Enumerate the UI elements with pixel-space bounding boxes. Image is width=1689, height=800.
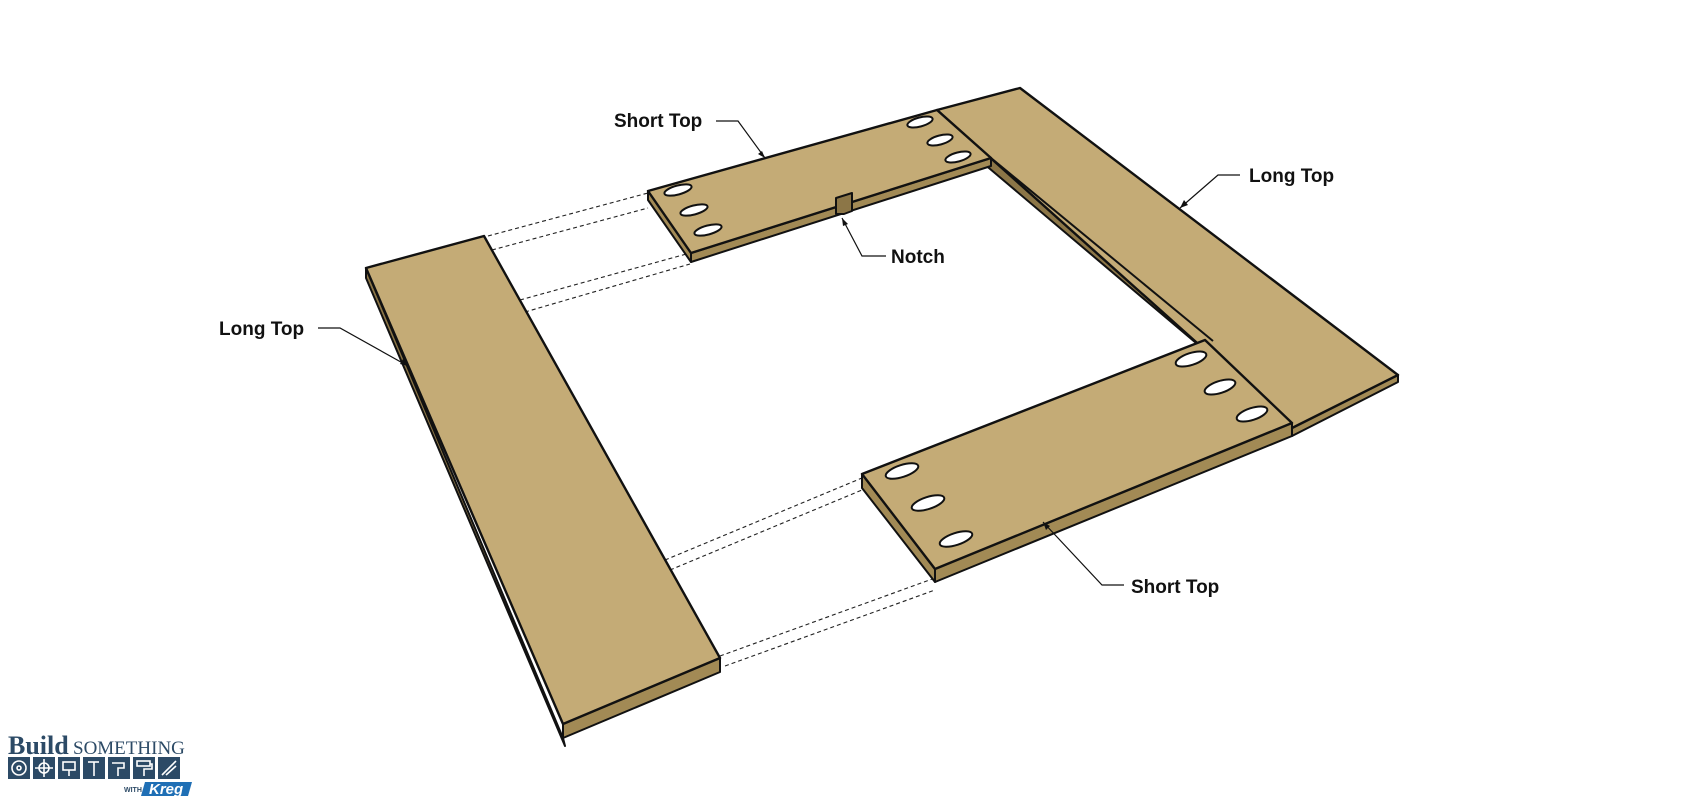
label-long-top-right: Long Top: [1249, 166, 1334, 187]
short-top-upper-board: [646, 108, 993, 263]
build-something-logo: Build SOMETHING: [8, 731, 192, 798]
callout-notch: Notch: [841, 217, 945, 268]
callout-short-top-lower: Short Top: [1042, 521, 1219, 598]
logo-something-text: SOMETHING: [73, 738, 185, 759]
logo-build-text: Build: [8, 731, 69, 760]
callout-short-top-upper: Short Top: [614, 111, 766, 159]
label-long-top-left: Long Top: [219, 319, 304, 340]
long-top-left-board: [364, 234, 722, 747]
kreg-badge: [141, 782, 192, 796]
router-icon: [58, 757, 80, 779]
pocket-hole-jig-icon: [158, 757, 180, 779]
callout-long-top-right: Long Top: [1179, 166, 1334, 209]
gear-icon: [33, 757, 55, 779]
long-top-right-board: [935, 86, 1400, 437]
alignment-lines: [487, 192, 936, 667]
label-short-top-upper: Short Top: [614, 111, 702, 132]
label-notch: Notch: [891, 247, 945, 268]
drill-icon: [108, 757, 130, 779]
callout-long-top-left: Long Top: [219, 319, 409, 367]
hammer-icon: [83, 757, 105, 779]
paint-roller-icon: [133, 757, 155, 779]
short-top-lower-board: [860, 338, 1294, 583]
label-short-top-lower: Short Top: [1131, 577, 1219, 598]
saw-blade-icon: [8, 757, 30, 779]
logo-brand-text: Kreg: [149, 781, 183, 798]
logo-with-text: WITH: [124, 787, 142, 794]
